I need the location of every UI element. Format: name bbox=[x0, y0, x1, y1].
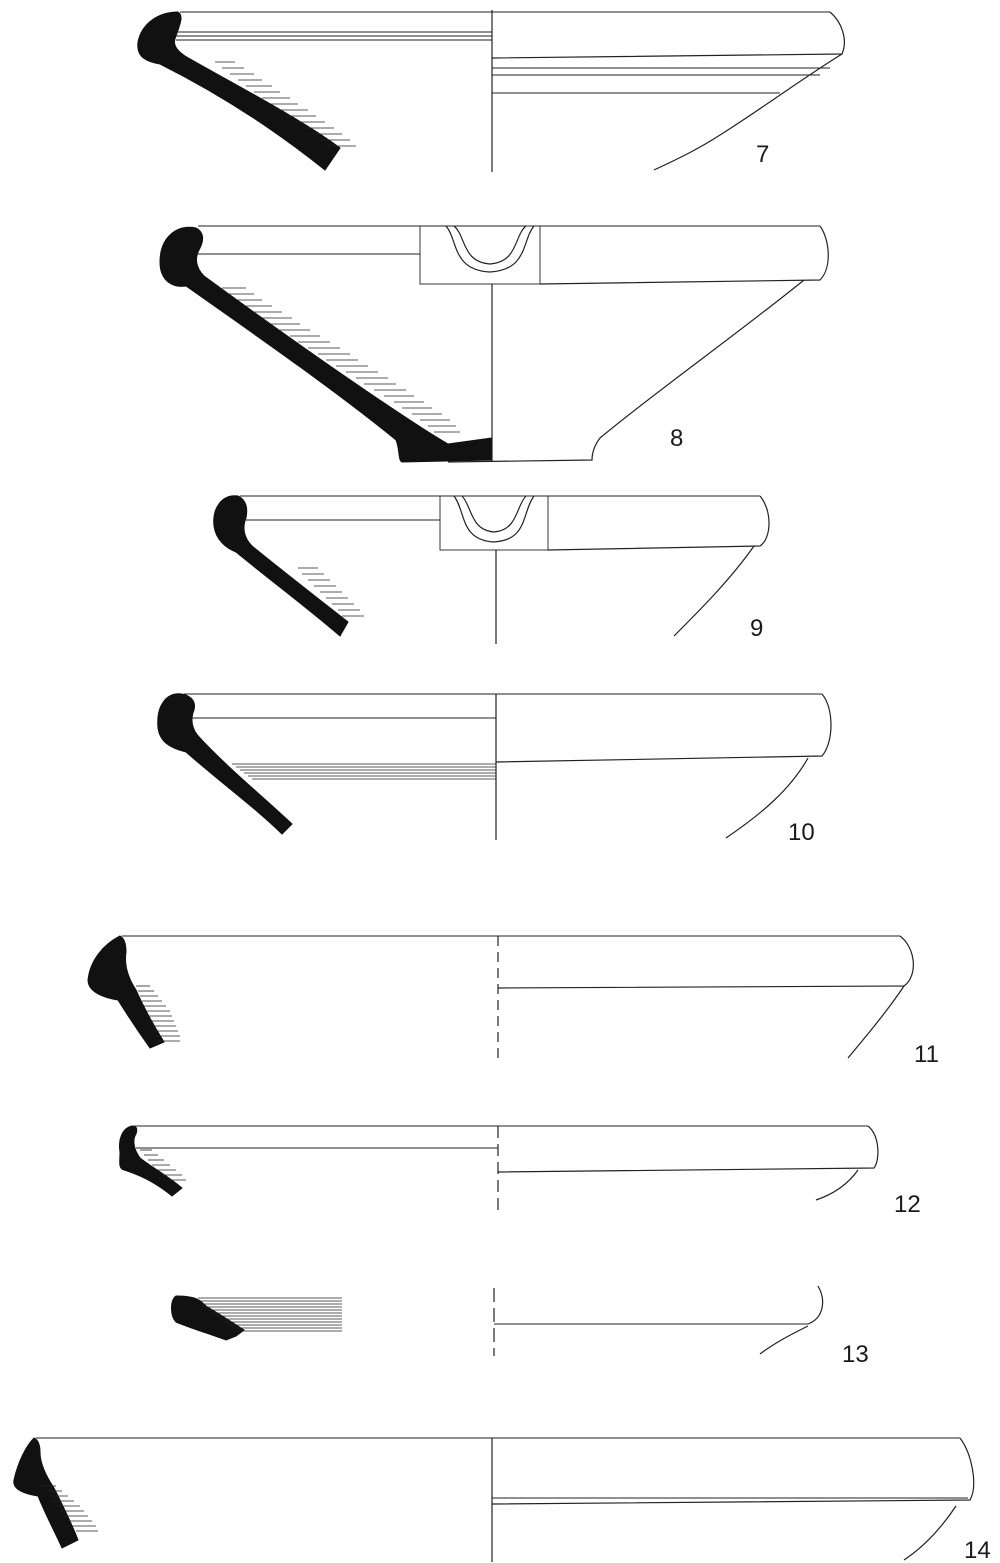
vessel-drawing-11: 11 bbox=[87, 935, 939, 1068]
figure-number-7: 7 bbox=[756, 141, 769, 168]
interior-hatching-8 bbox=[222, 287, 460, 433]
interior-hatching-14 bbox=[40, 1485, 98, 1532]
interior-hatching-13 bbox=[198, 1297, 342, 1332]
profile-section-12 bbox=[119, 1125, 183, 1197]
vessel-drawing-9: 9 bbox=[213, 495, 770, 644]
figure-number-8: 8 bbox=[670, 425, 683, 452]
interior-hatching-9 bbox=[298, 567, 364, 617]
vessel-drawing-10: 10 bbox=[157, 693, 832, 846]
figure-number-14: 14 bbox=[964, 1537, 991, 1563]
vessel-drawing-13: 13 bbox=[171, 1285, 869, 1368]
profile-section-9 bbox=[213, 495, 349, 637]
figure-number-10: 10 bbox=[788, 819, 815, 846]
profile-section-13 bbox=[171, 1295, 245, 1341]
vessel-drawing-12: 12 bbox=[119, 1125, 921, 1218]
figure-number-9: 9 bbox=[750, 615, 763, 642]
figure-number-13: 13 bbox=[842, 1341, 869, 1368]
interior-hatching-10 bbox=[232, 763, 496, 780]
figure-number-12: 12 bbox=[894, 1191, 921, 1218]
interior-hatching-12 bbox=[140, 1149, 186, 1181]
profile-section-10 bbox=[157, 693, 293, 835]
profile-section-8 bbox=[159, 226, 493, 463]
interior-hatching-7 bbox=[215, 61, 356, 147]
interior-hatching-11 bbox=[136, 985, 180, 1042]
figure-number-11: 11 bbox=[914, 1041, 939, 1068]
vessel-drawing-7: 7 bbox=[137, 10, 845, 172]
vessel-drawing-8: 8 bbox=[159, 225, 829, 463]
profile-section-7 bbox=[137, 11, 341, 171]
profile-section-11 bbox=[87, 935, 165, 1049]
vessel-drawing-14: 14 bbox=[13, 1437, 991, 1563]
profile-section-14 bbox=[13, 1437, 79, 1549]
